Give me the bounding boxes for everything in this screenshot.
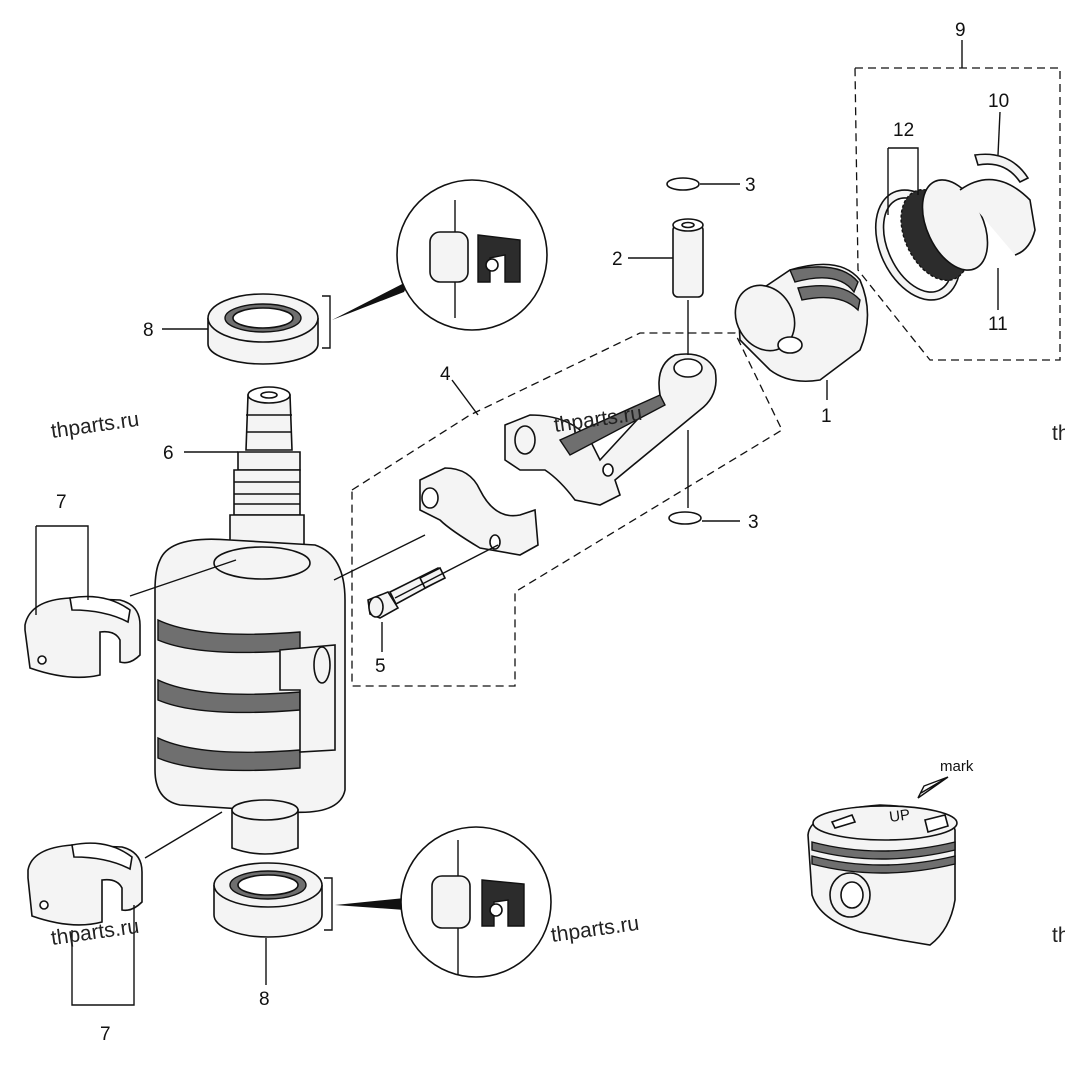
callout-1: 1 bbox=[821, 406, 832, 427]
oil-seal-top bbox=[207, 293, 319, 365]
callout-3-top: 3 bbox=[745, 175, 756, 196]
mark-label: mark bbox=[940, 758, 974, 775]
oil-seal-bottom bbox=[213, 862, 323, 938]
reference-piston bbox=[807, 804, 958, 946]
watermark: thparts.ru bbox=[49, 408, 140, 443]
callout-8-bottom: 8 bbox=[259, 989, 270, 1010]
piston-ring-group-box bbox=[854, 67, 1061, 361]
piston-pin bbox=[672, 218, 704, 298]
circlip-bottom bbox=[668, 511, 702, 525]
seal-bottom-pointer bbox=[335, 898, 405, 910]
callout-2: 2 bbox=[612, 249, 623, 270]
callout-10: 10 bbox=[988, 91, 1009, 112]
seal-top-detail-circle bbox=[396, 179, 548, 331]
seal-top-bracket bbox=[322, 295, 331, 349]
leader-lines bbox=[35, 40, 1001, 1006]
callout-9: 9 bbox=[955, 20, 966, 41]
piston-rings bbox=[874, 153, 1036, 301]
conrod-bolt bbox=[367, 566, 447, 619]
callout-4: 4 bbox=[440, 364, 451, 385]
callout-6: 6 bbox=[163, 443, 174, 464]
callout-7-top: 7 bbox=[56, 492, 67, 513]
main-bearing-bottom bbox=[27, 842, 143, 926]
piston bbox=[734, 263, 869, 383]
callout-3-bottom: 3 bbox=[748, 512, 759, 533]
seal-top-pointer bbox=[332, 280, 410, 320]
seal-bottom-bracket bbox=[324, 877, 333, 931]
piston-stamp: UP bbox=[888, 806, 911, 826]
conrod-group-box bbox=[351, 332, 783, 687]
callout-12: 12 bbox=[893, 120, 914, 141]
connecting-rod bbox=[504, 353, 717, 506]
watermark: thparts.ru bbox=[549, 912, 640, 947]
callout-8-top: 8 bbox=[143, 320, 154, 341]
callout-11: 11 bbox=[988, 314, 1008, 335]
seal-bottom-detail-circle bbox=[400, 826, 552, 978]
main-bearing-top bbox=[24, 595, 141, 679]
mark-arrow bbox=[917, 776, 949, 799]
crankshaft bbox=[154, 386, 346, 855]
circlip-top bbox=[666, 177, 700, 191]
watermark: th bbox=[1052, 422, 1065, 445]
callout-5: 5 bbox=[375, 656, 386, 677]
callout-7-bottom: 7 bbox=[100, 1024, 111, 1045]
conrod-cap bbox=[419, 467, 539, 556]
watermark: th bbox=[1052, 924, 1065, 947]
